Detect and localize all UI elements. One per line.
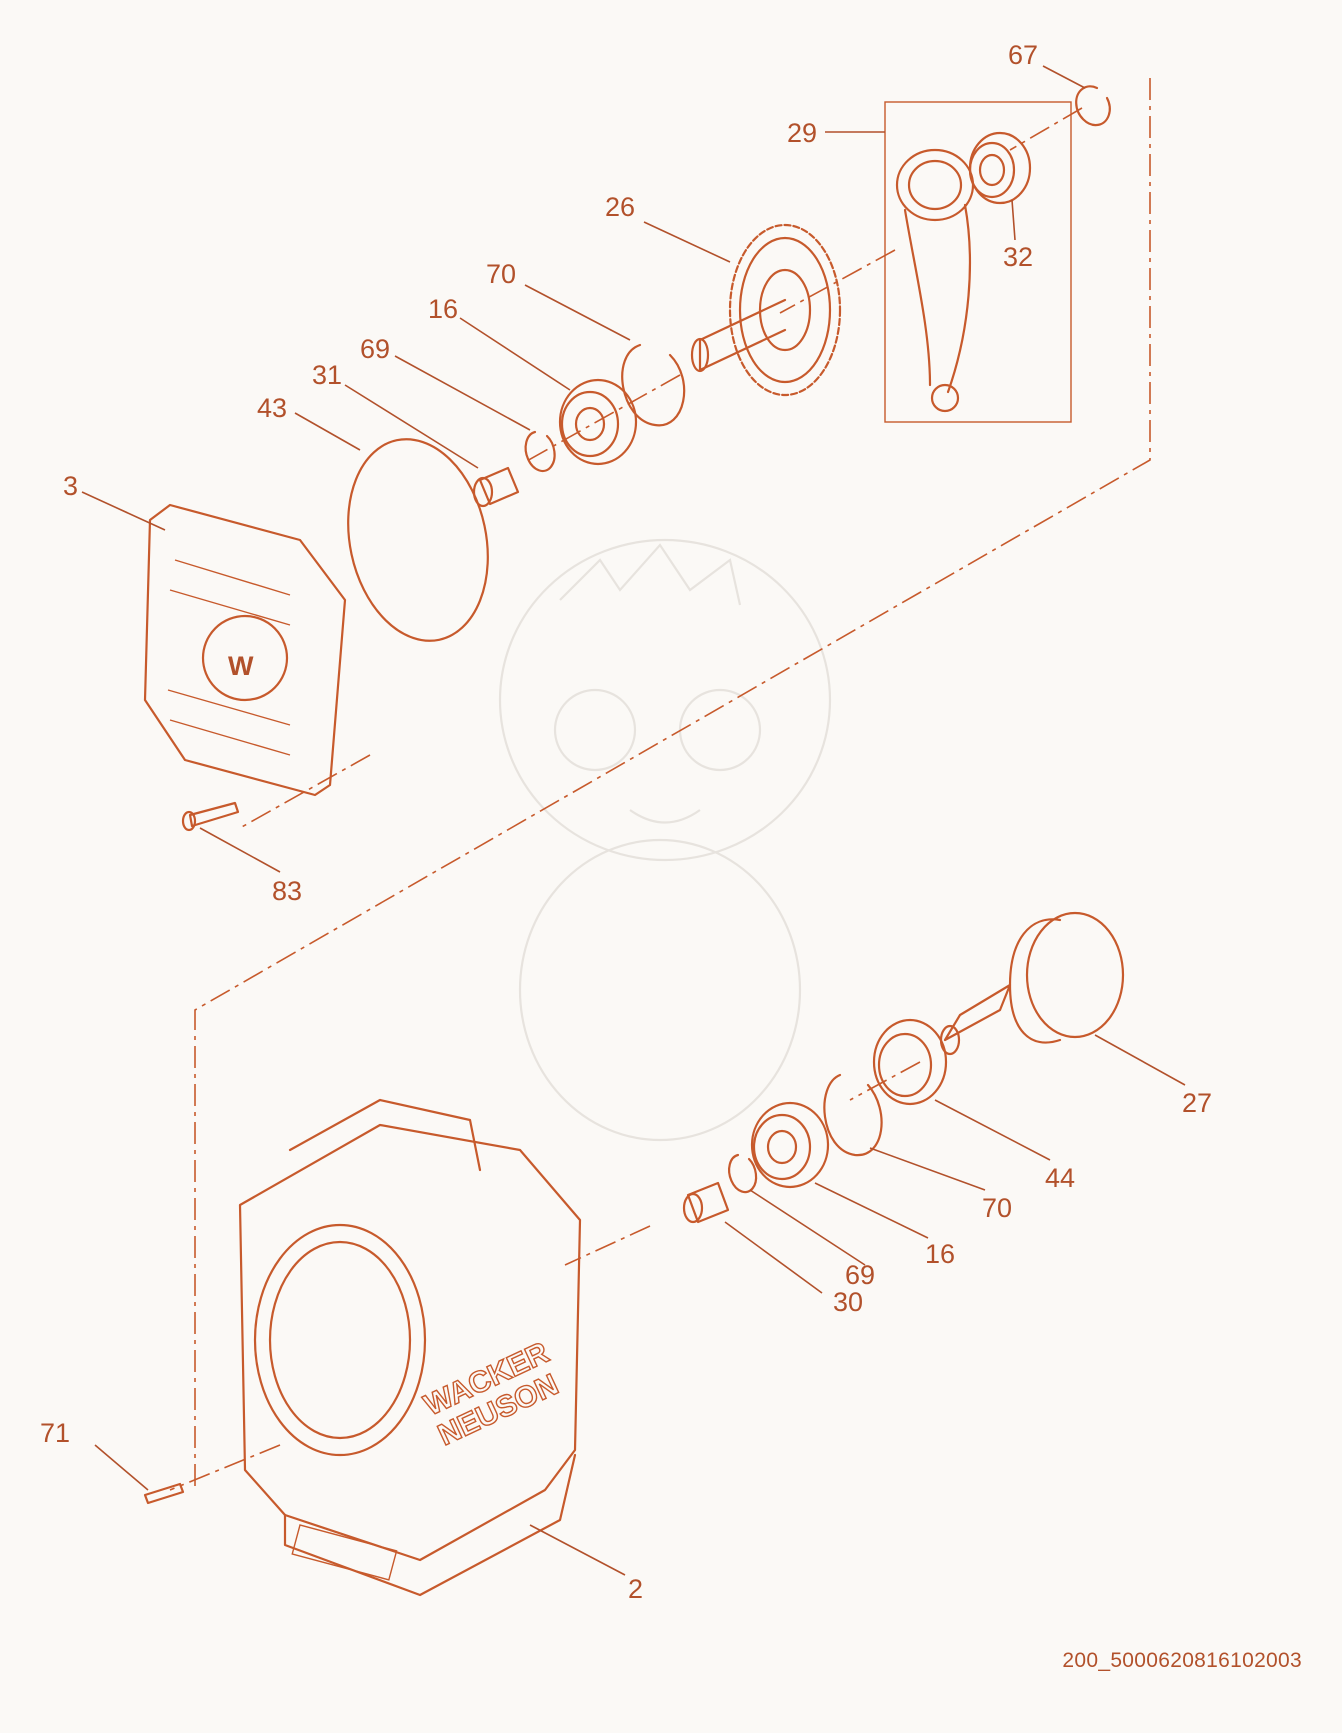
- part-2-housing: WACKER NEUSON: [238, 1098, 582, 1597]
- part-44-seal: [872, 1018, 948, 1106]
- part-26-gear-shaft: [690, 223, 842, 397]
- part-32-bearing: [968, 131, 1032, 205]
- callout-70: 70: [982, 1193, 1012, 1223]
- callout-labels: 67 29 26 32 70 16 69 31 43 3 83 27 44 70…: [40, 40, 1212, 1604]
- callout-32: 32: [1003, 242, 1033, 272]
- part-71-pin: [143, 1482, 185, 1505]
- part-16-ball-bearing-upper: [558, 378, 638, 466]
- part-70-snap-ring-upper: [621, 343, 686, 427]
- part-16-ball-bearing-lower: [750, 1101, 830, 1189]
- callout-16: 16: [925, 1239, 955, 1269]
- callout-3: 3: [63, 471, 78, 501]
- callout-69: 69: [845, 1260, 875, 1290]
- part-70-snap-ring-lower: [823, 1073, 883, 1157]
- assembly-axis-lines: [169, 78, 1151, 1491]
- part-3-cover: W: [143, 503, 347, 797]
- part-83-screw: [181, 801, 240, 832]
- part-69-circlip-upper: [524, 430, 556, 473]
- callout-26: 26: [605, 192, 635, 222]
- part-43-o-ring: [347, 438, 489, 642]
- callout-43: 43: [257, 393, 287, 423]
- part-27-pinion-drum: [939, 911, 1125, 1056]
- callout-16: 16: [428, 294, 458, 324]
- cover-logo-text: W: [228, 651, 254, 681]
- callout-71: 71: [40, 1418, 70, 1448]
- part-30-needle-bearing: [682, 1181, 730, 1224]
- watermark-figure: [498, 538, 832, 1142]
- leader-lines: [81, 65, 1186, 1576]
- callout-31: 31: [312, 360, 342, 390]
- callout-70: 70: [486, 259, 516, 289]
- callout-2: 2: [628, 1574, 643, 1604]
- callout-44: 44: [1045, 1163, 1075, 1193]
- part-67-circlip: [1075, 85, 1111, 127]
- callout-27: 27: [1182, 1088, 1212, 1118]
- callout-67: 67: [1008, 40, 1038, 70]
- callout-29: 29: [787, 118, 817, 148]
- callout-83: 83: [272, 876, 302, 906]
- callout-30: 30: [833, 1287, 863, 1317]
- drawing-id: 200_5000620816102003: [1062, 1649, 1302, 1672]
- part-31-needle-bearing: [472, 466, 520, 508]
- callout-69: 69: [360, 334, 390, 364]
- part-69-circlip-lower: [728, 1153, 758, 1194]
